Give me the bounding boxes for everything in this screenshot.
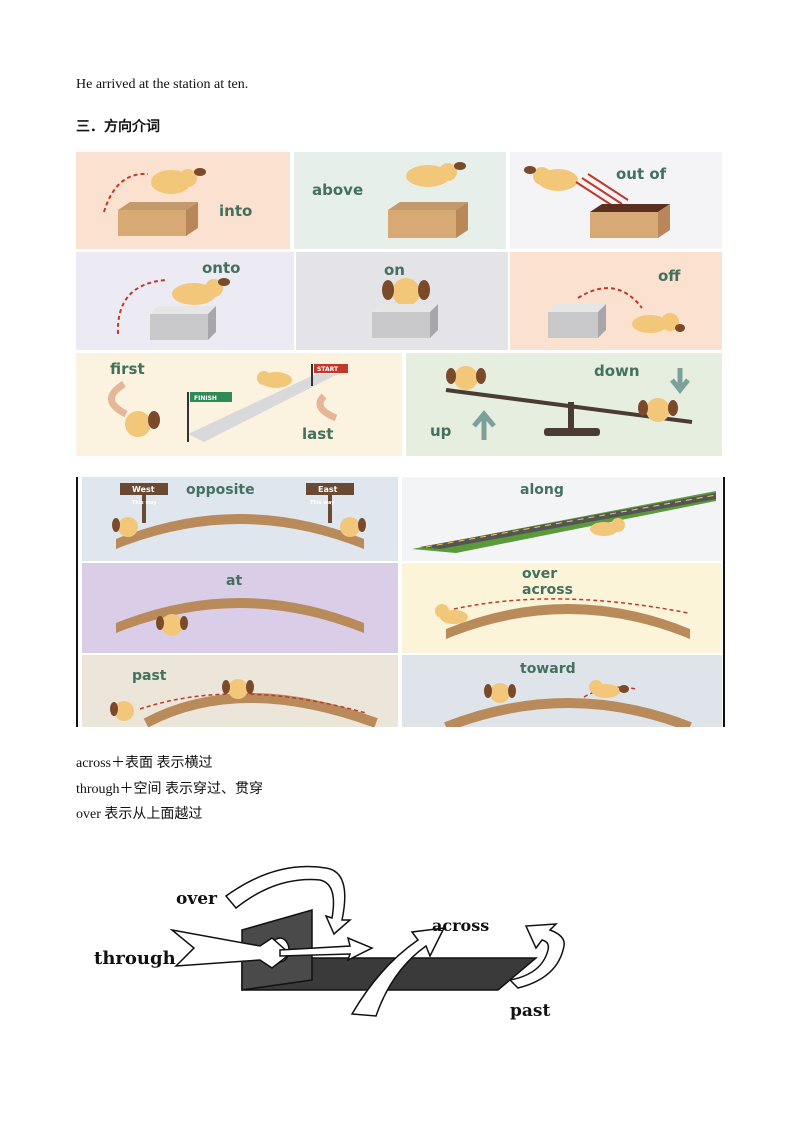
- label-across: across: [522, 582, 573, 598]
- figure-through-over-across-past: through over across past: [94, 865, 565, 1021]
- bridge-icon: [444, 698, 692, 727]
- panel-off: [510, 252, 722, 350]
- label-across: across: [432, 916, 489, 935]
- sign-east-icon: [306, 483, 354, 495]
- section-heading: 三．方向介词: [76, 120, 160, 135]
- dog-icon: [446, 366, 486, 390]
- signpost-icon: [142, 483, 146, 523]
- label-up: up: [430, 422, 452, 440]
- label-through: through: [94, 948, 176, 969]
- dog-icon: [340, 517, 366, 537]
- label-sign-west-sub: This way: [132, 500, 157, 506]
- ramp-icon: [188, 374, 338, 442]
- intro-sentence: He arrived at the station at ten.: [76, 77, 249, 92]
- note-across: across＋表面 表示横过: [76, 756, 213, 771]
- label-sign-east: East: [318, 485, 338, 494]
- label-into: into: [219, 202, 252, 220]
- road-lines-icon: [425, 494, 717, 548]
- box-icon: [118, 202, 198, 236]
- label-sign-east-sub: This way: [310, 500, 335, 506]
- dog-icon: [125, 411, 160, 437]
- label-at: at: [226, 573, 242, 589]
- label-over: over: [176, 889, 218, 909]
- dog-icon: [524, 166, 578, 191]
- label-first: first: [110, 360, 145, 378]
- dog-icon: [590, 518, 625, 536]
- label-down: down: [594, 362, 640, 380]
- note-through: through＋空间 表示穿过、贯穿: [76, 782, 264, 797]
- dog-icon: [632, 313, 685, 333]
- label-on: on: [384, 261, 405, 279]
- through-arrow-tip-icon: [279, 936, 374, 962]
- label-finish-flag: FINISH: [194, 395, 217, 402]
- bridge-icon: [116, 514, 364, 549]
- dashed-arrow-icon: [103, 172, 149, 213]
- dashed-arrow-icon: [577, 287, 643, 309]
- label-toward: toward: [520, 661, 576, 677]
- down-arrow-icon: [670, 368, 690, 395]
- dog-icon: [151, 168, 206, 194]
- bridge-icon: [116, 598, 364, 633]
- label-along: along: [520, 482, 564, 498]
- seesaw-base-icon: [544, 428, 600, 436]
- dog-icon: [257, 371, 292, 388]
- motion-lines-icon: [575, 173, 629, 209]
- box-icon: [590, 204, 670, 238]
- across-arrow-icon: [350, 927, 446, 1017]
- dog-icon: [172, 278, 230, 305]
- up-arrow-icon: [472, 410, 496, 440]
- block-icon: [548, 304, 606, 338]
- dog-icon: [156, 614, 188, 636]
- block-icon: [372, 304, 438, 338]
- seesaw-post-icon: [568, 402, 574, 428]
- dog-icon: [484, 683, 516, 703]
- bridge-icon: [143, 693, 378, 727]
- curved-arrow-icon: [108, 381, 128, 418]
- note-over: over 表示从上面越过: [76, 807, 203, 822]
- curved-arrow-icon: [316, 393, 338, 422]
- label-opposite: opposite: [186, 482, 255, 498]
- dog-icon: [638, 398, 678, 422]
- dog-icon: [589, 680, 629, 698]
- dog-icon: [222, 679, 254, 699]
- over-arrow-icon: [224, 865, 352, 936]
- signpost-icon: [328, 483, 332, 523]
- dog-icon: [110, 701, 134, 721]
- label-last: last: [302, 425, 333, 443]
- dashed-arrow-icon: [116, 279, 167, 335]
- dog-icon: [435, 604, 468, 624]
- dog-icon: [112, 517, 138, 537]
- label-over: over: [522, 566, 557, 582]
- past-arrow-icon: [508, 923, 565, 989]
- bridge-icon: [446, 604, 690, 639]
- start-flag-icon: [314, 364, 348, 373]
- through-arrow-icon: [169, 928, 292, 969]
- label-past: past: [510, 1001, 550, 1021]
- figure-direction-prepositions-2: opposite West This way East This way alo…: [76, 477, 725, 727]
- label-off: off: [658, 267, 681, 285]
- box-icon: [388, 202, 468, 238]
- sign-west-icon: [120, 483, 168, 495]
- dog-icon: [406, 162, 466, 187]
- finish-flag-icon: [190, 392, 232, 402]
- label-above: above: [312, 181, 363, 199]
- dashed-arrow-icon: [583, 686, 637, 698]
- label-start-flag: START: [317, 366, 339, 373]
- label-onto: onto: [202, 259, 240, 277]
- label-sign-west: West: [132, 485, 155, 494]
- block-icon: [150, 306, 216, 340]
- label-out-of: out of: [616, 165, 667, 183]
- dog-icon: [382, 278, 430, 306]
- label-past: past: [132, 668, 167, 684]
- figure-direction-prepositions-1: into above out of onto on: [76, 152, 722, 456]
